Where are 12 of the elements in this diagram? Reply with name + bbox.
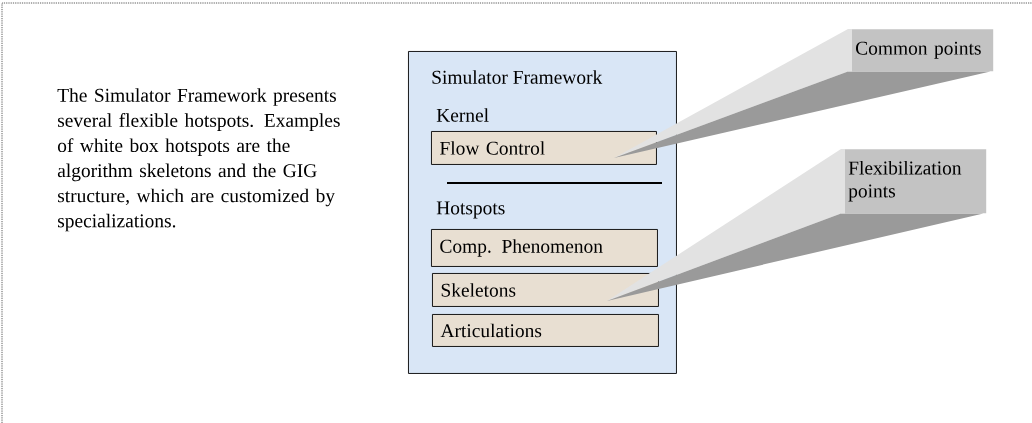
callout-box: Common points bbox=[848, 29, 994, 72]
component-box: Comp. Phenomenon bbox=[431, 229, 658, 267]
component-box: Skeletons bbox=[432, 273, 659, 307]
description-text: The Simulator Framework presents several flexible hotspots. Examples of white box hotspots are the algorithm skeletons and the GIG structure, which are customized by specializations. bbox=[57, 88, 340, 232]
section-label: Hotspots bbox=[436, 201, 505, 219]
callout-pointer bbox=[613, 29, 991, 158]
section-label: Kernel bbox=[436, 108, 489, 122]
box-heading: Simulator Framework bbox=[432, 70, 603, 84]
callout-pointer bbox=[606, 149, 984, 301]
component-box: Articulations bbox=[432, 314, 659, 347]
callout-box: Flexibilization points bbox=[841, 149, 987, 214]
component-box: Flow Control bbox=[431, 131, 657, 165]
